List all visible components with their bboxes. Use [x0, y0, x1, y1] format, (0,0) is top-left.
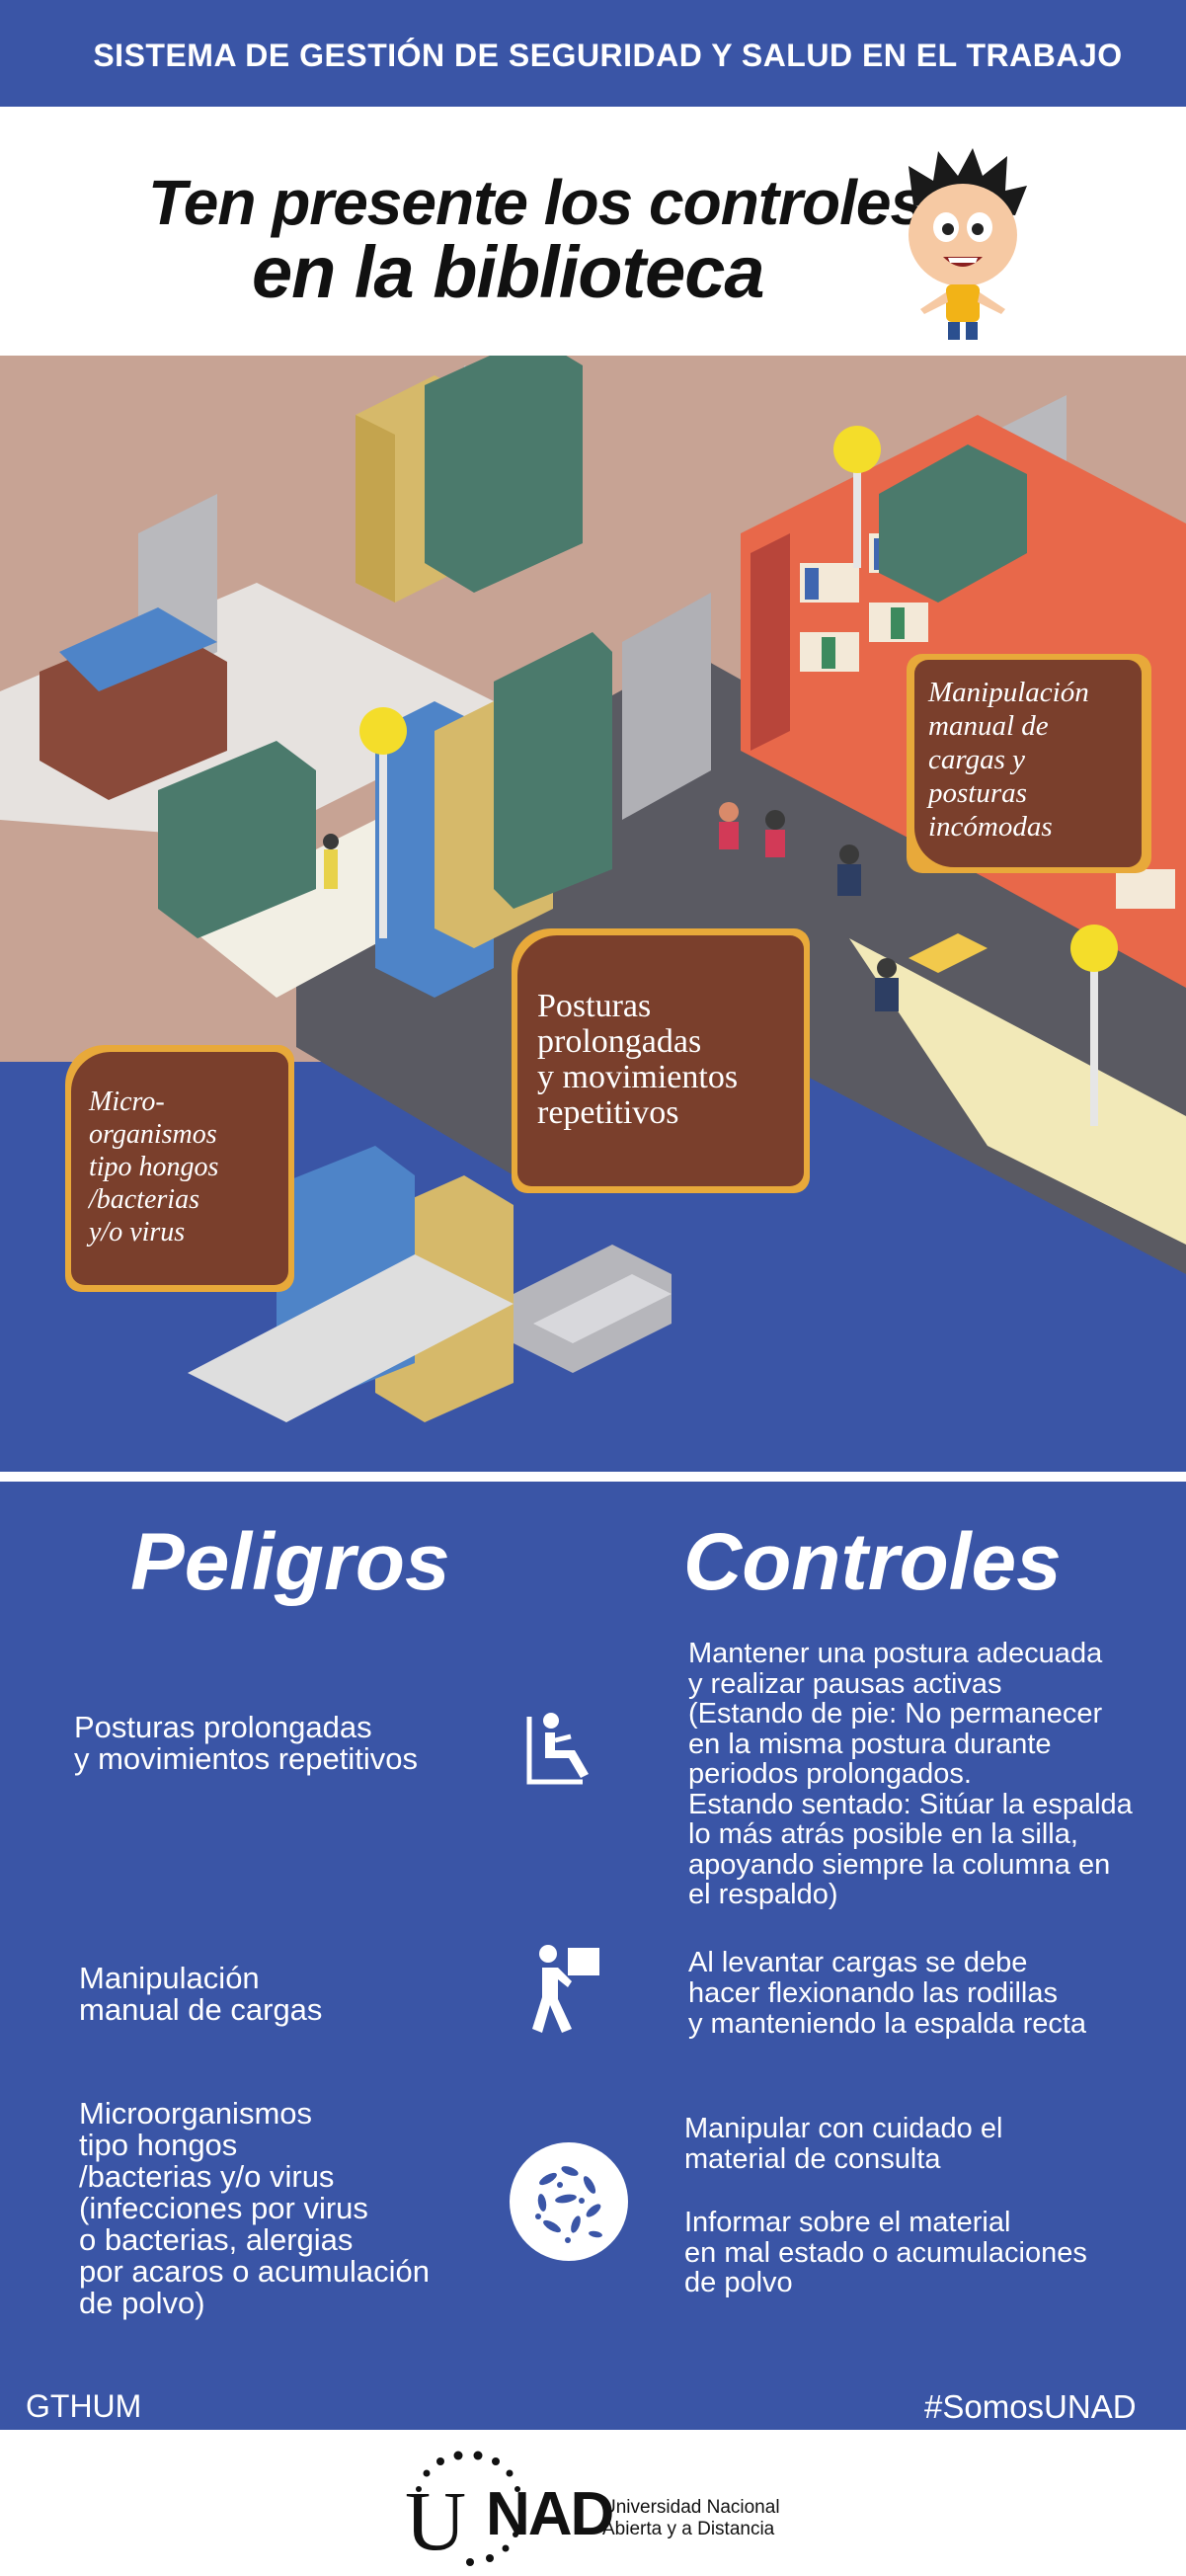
control-microorganisms-2: Informar sobre el material en mal estado…	[684, 2207, 1087, 2298]
bacteria-icon	[510, 2142, 628, 2261]
callout-postures: Posturas prolongadas y movimientos repet…	[517, 935, 804, 1186]
control-microorganisms-1: Manipular con cuidado el material de con…	[684, 2113, 1003, 2175]
control-manual-handling: Al levantar cargas se debe hacer flexion…	[688, 1947, 1087, 2040]
callout-microorganisms: Micro- organismos tipo hongos /bacterias…	[71, 1052, 288, 1285]
peligros-heading: Peligros	[130, 1517, 450, 1607]
footer-gthum: GTHUM	[26, 2388, 142, 2424]
hero-title-line1: Ten presente los controles	[148, 167, 925, 238]
hazard-manual-handling: Manipulación manual de cargas	[79, 1961, 323, 2027]
library-illustration	[0, 356, 1186, 1472]
hazard-postures: Posturas prolongadas y movimientos repet…	[74, 1710, 419, 1776]
callout-manual-handling-text: Manipulación manual de cargas y posturas…	[928, 677, 1089, 843]
control-postures: Mantener una postura adecuada y realizar…	[688, 1638, 1133, 1910]
sitting-posture-icon	[526, 1713, 589, 1785]
hero-title-line2: en la biblioteca	[252, 231, 765, 313]
callout-postures-text: Posturas prolongadas y movimientos repet…	[537, 988, 739, 1131]
logo-letter-u: U	[405, 2473, 467, 2568]
footer-hashtag: #SomosUNAD	[924, 2388, 1137, 2425]
unad-logo: U NAD Universidad Nacional Abierta y a D…	[405, 2450, 800, 2568]
logo-dots-arc	[416, 2451, 520, 2566]
controles-heading: Controles	[683, 1517, 1062, 1607]
header-bar: SISTEMA DE GESTIÓN DE SEGURIDAD Y SALUD …	[0, 0, 1186, 107]
callout-microorganisms-text: Micro- organismos tipo hongos /bacterias…	[89, 1087, 219, 1248]
logo-letters-nad: NAD	[486, 2480, 614, 2548]
person-carrying-box-icon	[532, 1945, 599, 2033]
callout-manual-handling: Manipulación manual de cargas y posturas…	[914, 660, 1142, 867]
logo-subtitle: Universidad Nacional Abierta y a Distanc…	[602, 2497, 780, 2539]
hazard-microorganisms: Microorganismos tipo hongos /bacterias y…	[79, 2096, 430, 2320]
mascot-illustration	[909, 148, 1027, 340]
header-title: SISTEMA DE GESTIÓN DE SEGURIDAD Y SALUD …	[93, 38, 1123, 73]
hero-section: Ten presente los controles en la bibliot…	[0, 107, 1186, 356]
